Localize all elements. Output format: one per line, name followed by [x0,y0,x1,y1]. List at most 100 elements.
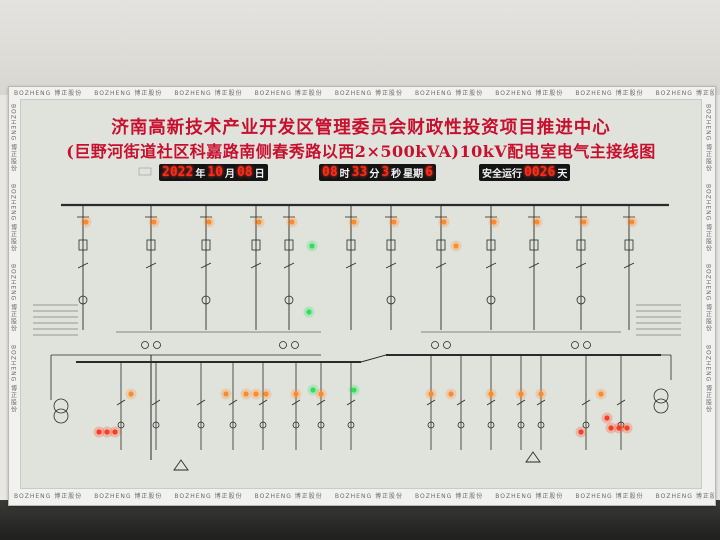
lv-ct-symbol [457,421,465,429]
date-display: 2022 年 10 月 08 日 [159,164,268,181]
hv-breaker-symbol [576,239,586,251]
safety-days-unit: 天 [557,169,568,180]
lv-breaker-blade [228,399,238,406]
board-title-line2: (巨野河街道社区科嘉路南侧春秀路以西2×500kVA)10kV配电室电气主接线图 [66,142,656,161]
capacitor-bank-symbol [173,459,189,471]
hv-switch-blade [485,262,497,269]
year-unit: 年 [195,169,206,180]
transformer-winding-2 [653,398,669,414]
meter-box [138,167,152,176]
lv-red-lamp [624,425,630,431]
lv-red-lamp [578,429,584,435]
hv-switch-blade [283,262,295,269]
lv-ct-symbol [197,421,205,429]
second-unit: 秒 [391,169,402,180]
hv-switch-blade [250,262,262,269]
hv-ct-symbol [576,295,586,305]
lv-breaker-blade [536,399,546,406]
lv-red-lamp [96,429,102,435]
hour-digits: 08 [322,165,338,180]
pt-symbol [291,341,299,349]
lv-status-lamp [293,391,299,397]
hv-ct-symbol [386,295,396,305]
hv-status-lamp [256,219,262,225]
lv-red-lamp [104,429,110,435]
lv-green-lamp [310,387,316,393]
lv-ct-symbol [259,421,267,429]
day-digits: 08 [236,165,253,180]
hv-green-lamp [306,309,312,315]
year-digits: 2022 [162,165,194,180]
safety-label: 安全运行 [482,169,522,180]
hv-breaker-symbol [624,239,634,251]
hv-status-lamp [629,219,635,225]
hv-switch-blade [345,262,357,269]
floor-background [0,500,720,540]
hv-switch-blade [385,262,397,269]
second-digits: 3 [381,165,390,180]
hv-status-lamp [453,243,459,249]
lv-green-lamp [351,387,357,393]
lv-status-lamp [243,391,249,397]
lv-breaker-blade [258,399,268,406]
pt-symbol [583,341,591,349]
hv-breaker-symbol [201,239,211,251]
hv-status-lamp [351,219,357,225]
minute-unit: 分 [369,169,380,180]
hv-status-lamp [289,219,295,225]
hv-ct-symbol [486,295,496,305]
lv-ct-symbol [292,421,300,429]
safety-days-display: 安全运行 0026 天 [479,164,571,181]
lv-red-lamp [112,429,118,435]
day-unit: 日 [254,169,265,180]
pt-symbol [443,341,451,349]
lv-ct-symbol [317,421,325,429]
transformer-winding-1 [53,408,69,424]
hv-status-lamp [83,219,89,225]
pt-symbol [571,341,579,349]
lv-status-lamp [598,391,604,397]
weekday-digit: 6 [425,165,433,180]
time-display: 08 时 33 分 3 秒 星期 6 [319,164,436,181]
hv-status-lamp [151,219,157,225]
lv-ct-symbol [517,421,525,429]
hv-breaker-symbol [346,239,356,251]
lv-ct-symbol [117,421,125,429]
lv-ct-symbol [229,421,237,429]
lv-breaker-blade [151,399,161,406]
lv-breaker-blade [616,399,626,406]
lv-status-lamp [488,391,494,397]
hv-switch-blade [200,262,212,269]
hv-breaker-symbol [251,239,261,251]
hv-breaker-symbol [436,239,446,251]
hv-ct-symbol [284,295,294,305]
lv-breaker-blade [346,399,356,406]
board-title-line1: 济南高新技术产业开发区管理委员会财政性投资项目推进中心 [111,118,611,138]
hv-green-lamp [309,243,315,249]
hv-switch-blade [77,262,89,269]
safety-days-digits: 0026 [524,165,556,180]
lv-red-lamp [604,415,610,421]
lv-breaker-blade [581,399,591,406]
hv-breaker-symbol [486,239,496,251]
lv-breaker-blade [116,399,126,406]
hv-ct-symbol [201,295,211,305]
lv-status-lamp [223,391,229,397]
hv-switch-blade [435,262,447,269]
hv-switch-blade [575,262,587,269]
single-line-diagram-board: 济南高新技术产业开发区管理委员会财政性投资项目推进中心 (巨野河街道社区科嘉路南… [20,99,702,489]
lv-status-lamp [518,391,524,397]
hv-breaker-symbol [78,239,88,251]
hv-switch-blade [623,262,635,269]
hv-status-lamp [391,219,397,225]
lv-status-lamp [263,391,269,397]
lv-breaker-blade [426,399,436,406]
pt-symbol [153,341,161,349]
capacitor-bank-symbol [525,451,541,463]
lv-ct-symbol [487,421,495,429]
hv-status-lamp [581,219,587,225]
hv-breaker-symbol [146,239,156,251]
lv-breaker-blade [291,399,301,406]
